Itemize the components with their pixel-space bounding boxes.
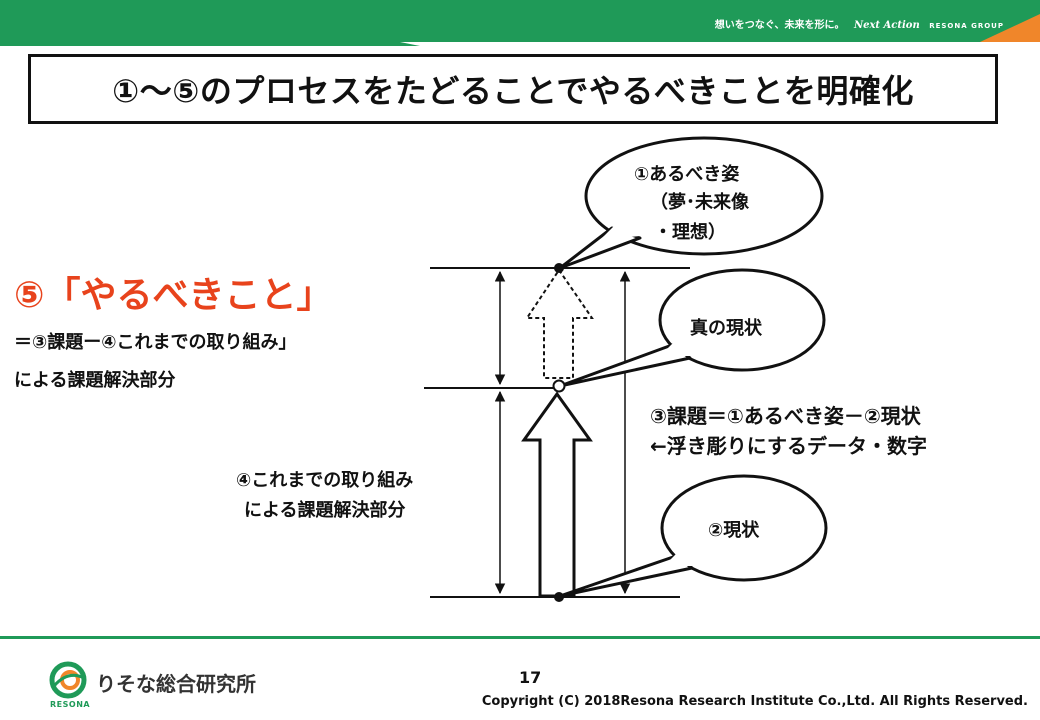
- todo-block-arrow: [525, 268, 594, 379]
- true-state-bubble: [558, 268, 826, 388]
- current-point: [554, 592, 564, 602]
- page-number: 17: [519, 668, 542, 687]
- copyright-text: Copyright (C) 2018Resona Research Instit…: [481, 694, 1028, 709]
- current-bubble: [558, 474, 828, 598]
- solved-label-line1: ④これまでの取り組み: [236, 470, 414, 491]
- company-sub-logo: RESONA: [50, 700, 91, 709]
- ideal-label-line2: （夢･未来像: [650, 192, 749, 213]
- header-band: [0, 0, 1040, 42]
- resona-logo-icon: [49, 661, 87, 699]
- step5-heading: ⑤「やるべきこと」: [14, 275, 333, 316]
- current-state-label: ②現状: [708, 520, 760, 541]
- ideal-label-line1: ①あるべき姿: [634, 164, 740, 185]
- footer-divider: [0, 636, 1040, 639]
- brand-logo-text: Next Action: [853, 20, 920, 31]
- true-state-point: [552, 379, 566, 393]
- title-box: ①～⑤のプロセスをたどることでやるべきことを明確化: [28, 54, 998, 124]
- ideal-bubble: [558, 136, 824, 270]
- page-title: ①～⑤のプロセスをたどることでやるべきことを明確化: [112, 72, 914, 110]
- true-state-label: 真の現状: [690, 318, 762, 339]
- header-green-strip: [0, 42, 420, 46]
- gap-formula: ③課題＝①あるべき姿－②現状: [650, 404, 921, 428]
- solved-label-line2: による課題解決部分: [244, 500, 406, 521]
- ideal-label-line3: ・理想）: [654, 222, 726, 243]
- ideal-point: [554, 263, 564, 273]
- step5-formula: ＝③課題ー④これまでの取り組み」: [14, 332, 297, 353]
- step5-description: による課題解決部分: [14, 370, 176, 391]
- solved-block-arrow: [521, 391, 593, 598]
- header-slogan: 想いをつなぐ、未来を形に。 Next Action RESONA GROUP: [715, 16, 1004, 31]
- header-decoration: [0, 14, 1040, 46]
- gap-note: ←浮き彫りにするデータ・数字: [650, 434, 927, 458]
- company-name: りそな総合研究所: [96, 672, 256, 696]
- group-name: RESONA GROUP: [929, 22, 1004, 30]
- header-orange-wedge: [980, 14, 1040, 42]
- slogan-text: 想いをつなぐ、未来を形に。: [714, 20, 845, 31]
